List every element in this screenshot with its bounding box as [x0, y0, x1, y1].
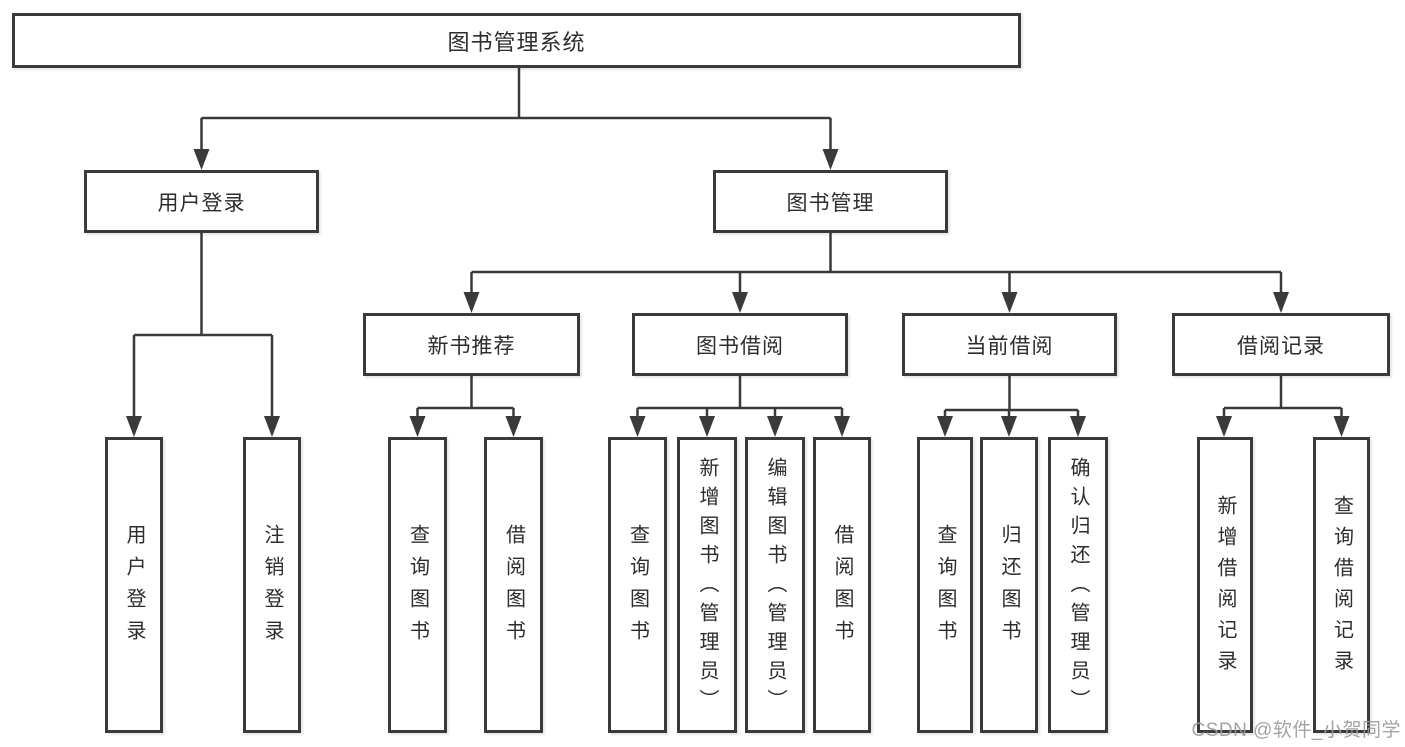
node-leaf-borrow-books: 借阅图书 [813, 437, 871, 733]
node-label: 用户登录 [157, 191, 246, 215]
node-leaf-add-books-admin: 新增图书（管理员） [677, 437, 737, 733]
arrow-down-icon [699, 416, 715, 437]
node-label: 图书借阅 [696, 334, 784, 358]
node-label: 注销登录 [261, 524, 283, 652]
arrow-down-icon [264, 416, 280, 437]
arrow-down-icon [1001, 416, 1017, 437]
arrow-down-icon [834, 416, 850, 437]
node-book-management: 图书管理 [713, 170, 948, 233]
arrow-down-icon [505, 416, 522, 437]
node-library-management-system: 图书管理系统 [12, 13, 1021, 68]
arrow-down-icon [193, 149, 210, 170]
node-label: 查询图书 [626, 524, 649, 652]
arrow-down-icon [937, 416, 953, 437]
arrow-down-icon [767, 416, 783, 437]
node-label: 借阅图书 [502, 524, 525, 652]
node-leaf-query-books-borrow: 查询图书 [608, 437, 667, 733]
arrow-down-icon [409, 416, 426, 437]
node-label: 归还图书 [998, 524, 1020, 652]
arrow-down-icon [1216, 416, 1232, 437]
node-new-book-recommend: 新书推荐 [363, 313, 580, 376]
node-book-borrowing: 图书借阅 [632, 313, 848, 376]
node-label: 新增借阅记录 [1214, 494, 1236, 681]
csdn-watermark: CSDN @软件_小贺同学 [1191, 720, 1401, 741]
node-leaf-query-borrow-record: 查询借阅记录 [1313, 437, 1370, 733]
arrow-down-icon [822, 149, 839, 170]
node-label: 查询图书 [934, 524, 956, 652]
node-leaf-edit-books-admin: 编辑图书（管理员） [745, 437, 805, 733]
node-leaf-query-books-current: 查询图书 [917, 437, 973, 733]
node-label: 当前借阅 [965, 334, 1054, 358]
arrow-down-icon [629, 416, 646, 437]
node-user-login: 用户登录 [84, 170, 319, 233]
node-leaf-logout: 注销登录 [243, 437, 301, 733]
node-label: 借阅记录 [1237, 334, 1325, 358]
node-label: 查询借阅记录 [1330, 494, 1353, 681]
node-leaf-confirm-return-admin: 确认归还（管理员） [1048, 437, 1108, 733]
arrow-down-icon [1273, 292, 1289, 313]
node-current-borrowing: 当前借阅 [902, 313, 1117, 376]
node-label: 用户登录 [123, 524, 145, 652]
node-leaf-add-borrow-record: 新增借阅记录 [1197, 437, 1253, 733]
node-label: 借阅图书 [831, 524, 853, 652]
node-label: 图书管理系统 [447, 29, 586, 55]
node-label: 编辑图书（管理员） [764, 456, 786, 718]
node-leaf-user-login: 用户登录 [105, 437, 163, 733]
node-leaf-query-books-recommend: 查询图书 [388, 437, 447, 733]
node-leaf-borrow-books-recommend: 借阅图书 [484, 437, 543, 733]
arrow-down-icon [1070, 416, 1086, 437]
node-label: 新书推荐 [427, 334, 516, 358]
arrow-down-icon [126, 416, 142, 437]
node-label: 新增图书（管理员） [696, 456, 718, 718]
node-label: 查询图书 [406, 524, 429, 652]
arrow-down-icon [732, 292, 748, 313]
arrow-down-icon [463, 292, 480, 313]
arrow-down-icon [1333, 416, 1350, 437]
node-borrowing-records: 借阅记录 [1172, 313, 1390, 376]
node-leaf-return-books: 归还图书 [980, 437, 1038, 733]
arrow-down-icon [1001, 292, 1018, 313]
node-label: 图书管理 [786, 191, 875, 215]
node-label: 确认归还（管理员） [1067, 456, 1089, 718]
